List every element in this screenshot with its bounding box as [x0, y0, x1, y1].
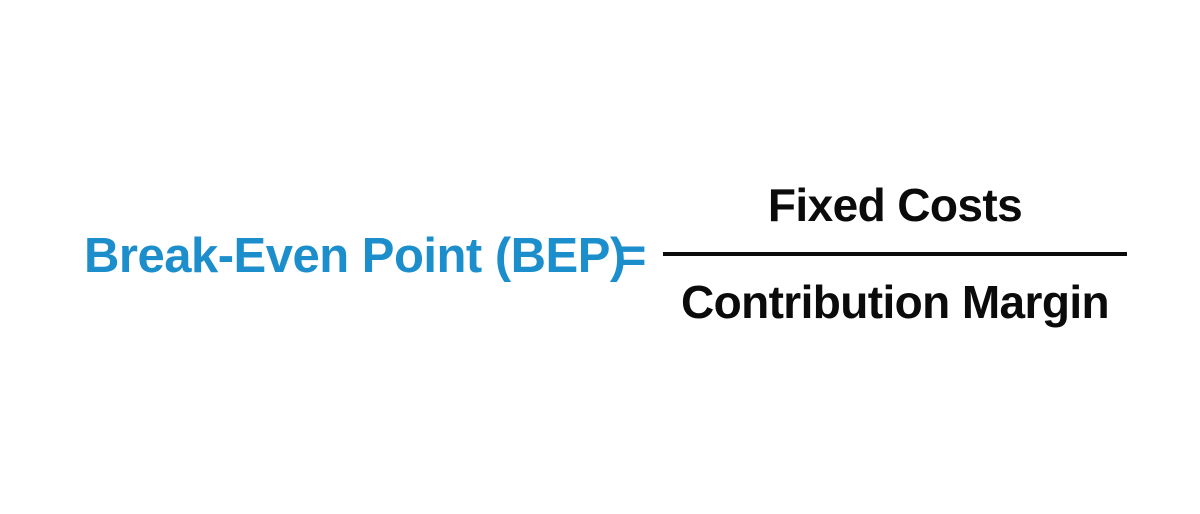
formula-left-hand-side: Break-Even Point (BEP) — [84, 229, 626, 283]
fraction-denominator: Contribution Margin — [680, 276, 1110, 328]
fraction-bar — [663, 252, 1127, 256]
formula-fraction: Fixed Costs Contribution Margin — [663, 180, 1127, 327]
fraction-numerator: Fixed Costs — [767, 179, 1023, 231]
formula-equals-operator: = — [617, 229, 647, 283]
